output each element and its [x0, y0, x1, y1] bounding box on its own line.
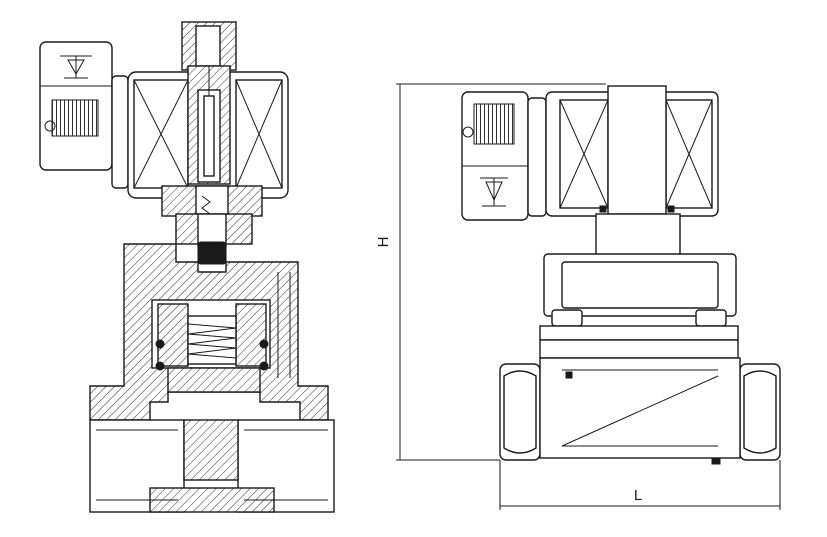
- elevation-view: H L: [375, 83, 781, 510]
- spring: [187, 323, 237, 359]
- length-dimension: [499, 460, 781, 510]
- stem-right: [595, 213, 681, 259]
- piston: [155, 303, 269, 393]
- bonnet-right: [539, 253, 739, 359]
- lower-body: [89, 419, 335, 513]
- connector-box-right: [461, 91, 547, 221]
- height-label: H: [375, 237, 392, 248]
- plunger-seal: [197, 241, 227, 265]
- coil-right: [545, 85, 719, 217]
- ground-symbol-icon: [60, 55, 92, 79]
- length-label: L: [634, 487, 642, 504]
- connector-box: [39, 41, 129, 189]
- valve-body-right: [499, 357, 781, 465]
- valve-body: [89, 243, 329, 421]
- ground-symbol-icon-right: [480, 177, 508, 207]
- height-dimension: [396, 83, 606, 461]
- sectional-view: [39, 21, 335, 513]
- bonnet: [161, 185, 263, 265]
